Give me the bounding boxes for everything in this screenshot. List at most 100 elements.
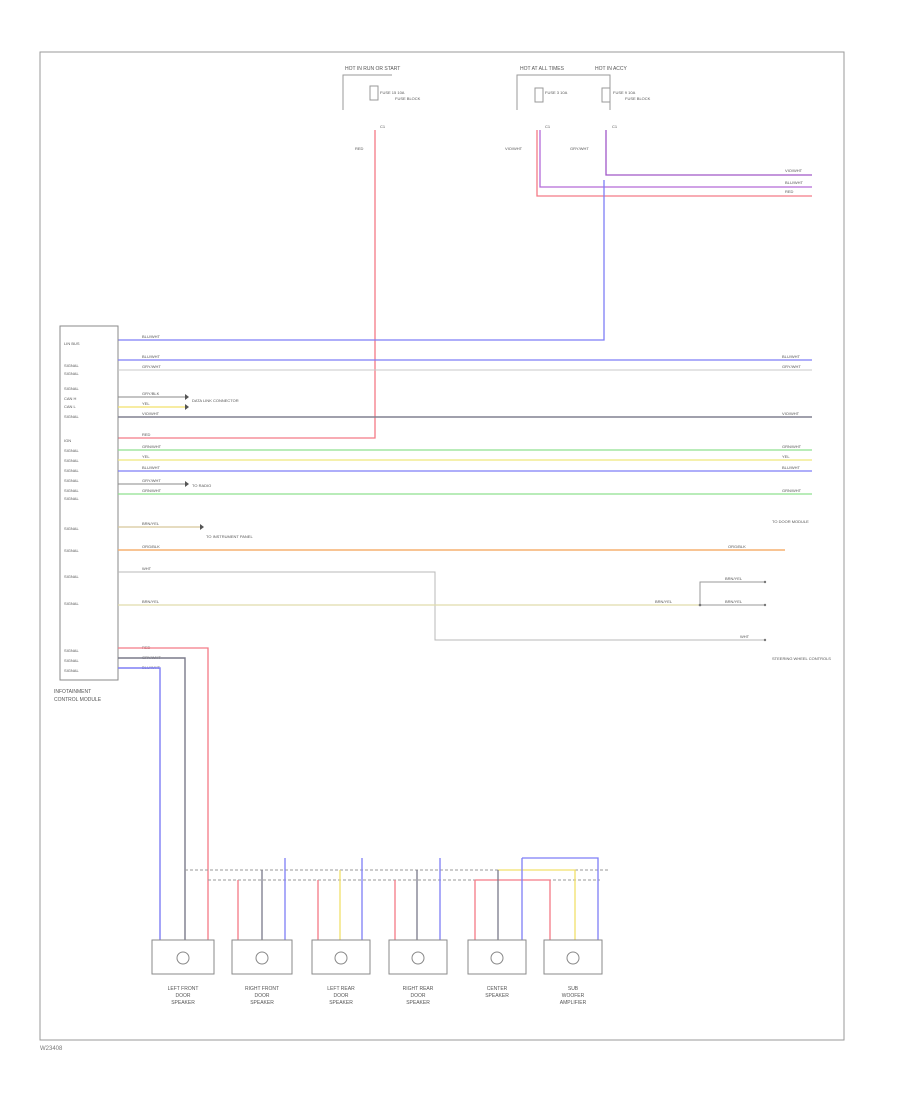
component-label: SPEAKER: [406, 1000, 430, 1006]
wire-label: ORG/BLK: [728, 544, 746, 549]
wire-label: WHT: [740, 634, 750, 639]
wire-label: GRN/WHT: [782, 444, 802, 449]
diagram-code: W23408: [40, 1046, 63, 1052]
speaker-box-4: [388, 939, 448, 975]
wire-label-violet-top: VIO/WHT: [505, 146, 523, 151]
wire-label: GRN/WHT: [142, 444, 162, 449]
wire-label: YEL: [782, 454, 790, 459]
module-wires: [118, 359, 812, 641]
fuse-group-3: HOT IN ACCY FUSE 9 10A FUSE BLOCK C1: [570, 66, 651, 129]
speaker-bus: [118, 647, 610, 940]
component-label: CENTER: [487, 986, 508, 992]
fuse-box-1: FUSE BLOCK: [395, 96, 421, 101]
wire-label: BRN/YEL: [142, 599, 160, 604]
right-label-3: RED: [785, 189, 794, 194]
wire-label: VIO/WHT: [782, 411, 800, 416]
wire-fuse3-violet: [605, 130, 812, 176]
module-label-line2: CONTROL MODULE: [54, 697, 102, 703]
fuse-conn-3: C1: [612, 124, 618, 129]
pin-label: SIGNAL: [64, 574, 79, 579]
note-right-1: TO DOOR MODULE: [772, 519, 809, 524]
component-label: LEFT FRONT: [168, 986, 199, 992]
fuse-label-1: FUSE 15 10A: [380, 90, 405, 95]
fuse-box-3: FUSE BLOCK: [625, 96, 651, 101]
speaker-box-2: [231, 939, 293, 975]
pin-label: SIGNAL: [64, 488, 79, 493]
fuse-label-2: FUSE 3 10A: [545, 90, 568, 95]
wire-color-labels: BLU/WHT BLU/WHT GRY/WHT GRY/BLK YEL VIO/…: [142, 334, 802, 670]
module-pin-labels: LIN BUS SIGNAL SIGNAL SIGNAL CAN H CAN L…: [64, 341, 80, 673]
wire-label: GRY/WHT: [782, 364, 801, 369]
pin-label: LIN BUS: [64, 341, 80, 346]
speaker-icon: [566, 951, 580, 965]
wire-fuse2-violet: [539, 130, 812, 188]
pin-label: SIGNAL: [64, 363, 79, 368]
pin-label: CAN L: [64, 404, 77, 409]
pin-label: SIGNAL: [64, 668, 79, 673]
wire-label: YEL: [142, 454, 150, 459]
wire-label-red-top: RED: [355, 146, 364, 151]
pin-label: SIGNAL: [64, 526, 79, 531]
pin-label: SIGNAL: [64, 478, 79, 483]
speaker-icon: [176, 951, 190, 965]
fuse-icon-1: [369, 85, 379, 101]
note-mute: TO RADIO: [192, 483, 211, 488]
pin-label: SIGNAL: [64, 548, 79, 553]
speaker-boxes: [151, 939, 603, 975]
component-label: RIGHT REAR: [403, 986, 434, 992]
speaker-icon: [411, 951, 425, 965]
pin-label: SIGNAL: [64, 648, 79, 653]
wire-label: BLU/WHT: [782, 354, 801, 359]
component-label: SPEAKER: [485, 993, 509, 999]
wire-fuse2-red: [536, 130, 812, 197]
wire-label: GRY/BLK: [142, 391, 160, 396]
note-can: DATA LINK CONNECTOR: [192, 398, 239, 403]
component-label: SUB: [568, 986, 579, 992]
wire-label: BRN/YEL: [655, 599, 673, 604]
component-label: SPEAKER: [171, 1000, 195, 1006]
pin-label: SIGNAL: [64, 658, 79, 663]
wire-label: VIO/WHT: [142, 411, 160, 416]
fuse-header-2: HOT AT ALL TIMES: [520, 66, 565, 72]
fuse-icon-2: [534, 87, 544, 103]
wire-label: BRN/YEL: [142, 521, 160, 526]
pin-label: CAN H: [64, 396, 77, 401]
connector-arrows: [185, 394, 767, 642]
wire-white-2: [118, 571, 765, 641]
speaker-box-5: [467, 939, 527, 975]
component-label: DOOR: [255, 993, 270, 999]
component-label: RIGHT FRONT: [245, 986, 279, 992]
pin-label: SIGNAL: [64, 496, 79, 501]
speaker-box-3: [311, 939, 371, 975]
speaker-box-6: [543, 939, 603, 975]
pin-label: SIGNAL: [64, 371, 79, 376]
diagram-frame: [39, 51, 845, 1041]
side-notes: DATA LINK CONNECTOR TO RADIO TO INSTRUME…: [192, 398, 831, 661]
module-label-line1: INFOTAINMENT: [54, 689, 91, 695]
fuse-label-3: FUSE 9 10A: [613, 90, 636, 95]
component-label: LEFT REAR: [327, 986, 355, 992]
wire-label: BLU/WHT: [142, 354, 161, 359]
pin-label: SIGNAL: [64, 414, 79, 419]
speaker-icon: [334, 951, 348, 965]
speaker-icon: [255, 951, 269, 965]
bus-red: [118, 647, 209, 940]
right-label-1: VIO/WHT: [785, 168, 803, 173]
pin-label: SIGNAL: [64, 468, 79, 473]
wire-label: WHT: [142, 566, 152, 571]
wire-label-gray-top: GRY/WHT: [570, 146, 589, 151]
component-label: SPEAKER: [329, 1000, 353, 1006]
bus-blue: [118, 667, 161, 940]
speaker-box-1: [151, 939, 215, 975]
wire-label: GRY/WHT: [142, 364, 161, 369]
fuse-group-1: HOT IN RUN OR START FUSE 15 10A FUSE BLO…: [342, 66, 421, 129]
note-illum: TO INSTRUMENT PANEL: [206, 534, 253, 539]
wire-label: GRN/WHT: [142, 488, 162, 493]
fuse-icon-3: [601, 87, 611, 103]
wire-label: BRN/YEL: [725, 599, 743, 604]
component-label: DOOR: [334, 993, 349, 999]
pin-label: SIGNAL: [64, 601, 79, 606]
fuse-group-2: HOT AT ALL TIMES FUSE 3 10A C1: [516, 66, 570, 129]
fuse-conn-1: C1: [380, 124, 386, 129]
